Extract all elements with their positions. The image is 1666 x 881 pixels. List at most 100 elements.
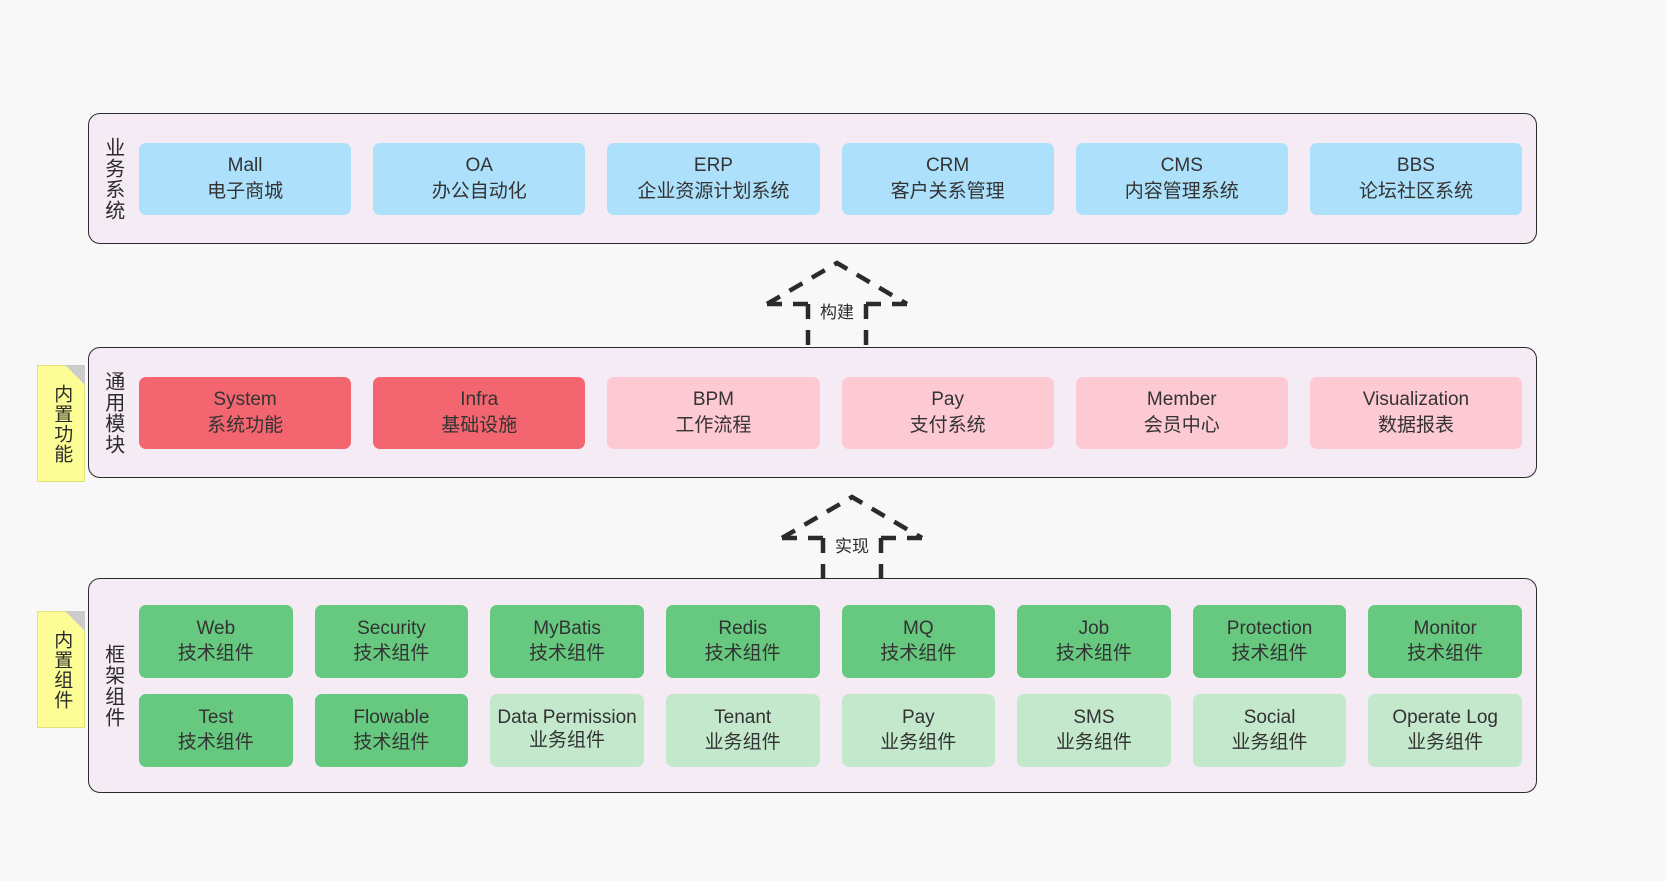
layer-framework-component-body: Web 技术组件 Security 技术组件 MyBatis 技术组件 Redi… (135, 579, 1536, 792)
framework-component-social-name: Social (1243, 706, 1296, 728)
business-system-row: Mall 电子商城 OA 办公自动化 ERP 企业资源计划系统 CRM 客户关系… (139, 142, 1523, 215)
business-item-oa-desc: 办公自动化 (431, 180, 527, 202)
common-module-member-desc: 会员中心 (1143, 414, 1220, 436)
common-module-pay-name: Pay (931, 389, 964, 411)
arrow-implement-label: 实现 (835, 537, 869, 556)
business-item-cms-name: CMS (1160, 155, 1203, 177)
business-item-cms[interactable]: CMS 内容管理系统 (1075, 142, 1288, 215)
framework-component-web[interactable]: Web 技术组件 (139, 604, 293, 678)
layer-framework-component-title: 框架组件 (101, 643, 124, 728)
common-module-system[interactable]: System 系统功能 (139, 376, 352, 449)
common-module-bpm[interactable]: BPM 工作流程 (607, 376, 820, 449)
business-item-oa-name: OA (465, 155, 493, 177)
framework-component-pay[interactable]: Pay 业务组件 (841, 693, 996, 767)
common-module-row: System 系统功能 Infra 基础设施 BPM 工作流程 Pay 支付系统… (139, 376, 1523, 449)
common-module-member-name: Member (1146, 389, 1217, 411)
business-item-bbs-name: BBS (1396, 155, 1435, 177)
business-item-mall[interactable]: Mall 电子商城 (139, 142, 352, 215)
layer-common-module-body: System 系统功能 Infra 基础设施 BPM 工作流程 Pay 支付系统… (135, 348, 1536, 477)
framework-component-operate-log[interactable]: Operate Log 业务组件 (1368, 693, 1522, 767)
arrow-build-label: 构建 (820, 303, 854, 322)
note-builtin-features-label: 内置功能 (51, 383, 73, 464)
business-item-erp[interactable]: ERP 企业资源计划系统 (607, 142, 820, 215)
framework-component-security[interactable]: Security 技术组件 (314, 604, 469, 678)
framework-component-tenant-name: Tenant (714, 706, 772, 728)
framework-component-tenant-desc: 业务组件 (704, 732, 781, 753)
common-module-bpm-desc: 工作流程 (675, 414, 752, 436)
arrow-build: 构建 (762, 258, 912, 354)
framework-component-protection-name: Protection (1226, 617, 1313, 639)
business-item-mall-desc: 电子商城 (207, 180, 284, 202)
common-module-system-desc: 系统功能 (207, 414, 284, 436)
business-item-cms-desc: 内容管理系统 (1124, 180, 1239, 202)
framework-component-sms[interactable]: SMS 业务组件 (1017, 693, 1171, 767)
business-item-bbs-desc: 论坛社区系统 (1358, 180, 1473, 202)
framework-component-test-desc: 技术组件 (177, 732, 254, 753)
business-item-bbs[interactable]: BBS 论坛社区系统 (1309, 142, 1523, 215)
layer-business-system-title: 业务系统 (101, 136, 124, 221)
framework-component-test-name: Test (198, 706, 234, 728)
framework-component-job-name: Job (1078, 617, 1110, 639)
framework-component-mybatis-name: MyBatis (533, 617, 601, 639)
framework-component-protection[interactable]: Protection 技术组件 (1192, 604, 1347, 678)
framework-component-flowable-desc: 技术组件 (353, 732, 430, 753)
arrow-implement: 实现 (777, 492, 927, 588)
framework-component-operate-log-desc: 业务组件 (1407, 732, 1484, 753)
framework-component-pay-desc: 业务组件 (880, 732, 957, 753)
framework-component-mq-desc: 技术组件 (880, 643, 957, 664)
business-item-crm[interactable]: CRM 客户关系管理 (841, 142, 1054, 215)
framework-component-job-desc: 技术组件 (1055, 643, 1132, 664)
framework-component-job[interactable]: Job 技术组件 (1017, 604, 1171, 678)
framework-business-row: Test 技术组件 Flowable 技术组件 Data Permission … (139, 693, 1522, 767)
framework-component-monitor-name: Monitor (1413, 617, 1477, 639)
framework-component-sms-desc: 业务组件 (1055, 732, 1132, 753)
layer-business-system-body: Mall 电子商城 OA 办公自动化 ERP 企业资源计划系统 CRM 客户关系… (135, 114, 1536, 243)
framework-component-web-name: Web (196, 617, 236, 639)
framework-component-redis-desc: 技术组件 (704, 643, 781, 664)
business-item-crm-name: CRM (925, 155, 970, 177)
layer-business-system: 业务系统 Mall 电子商城 OA 办公自动化 ERP 企业资源计划系统 CRM… (88, 113, 1537, 244)
common-module-infra[interactable]: Infra 基础设施 (373, 376, 586, 449)
framework-component-operate-log-name: Operate Log (1392, 706, 1498, 728)
common-module-infra-desc: 基础设施 (441, 414, 518, 436)
business-item-mall-name: Mall (227, 155, 263, 177)
note-builtin-features: 内置功能 (37, 365, 85, 482)
common-module-visualization-name: Visualization (1362, 389, 1470, 411)
common-module-visualization-desc: 数据报表 (1377, 414, 1454, 436)
business-item-erp-desc: 企业资源计划系统 (637, 180, 790, 202)
framework-component-data-permission[interactable]: Data Permission 业务组件 (490, 693, 644, 767)
framework-component-test[interactable]: Test 技术组件 (139, 693, 293, 767)
framework-component-flowable[interactable]: Flowable 技术组件 (314, 693, 469, 767)
framework-component-security-desc: 技术组件 (353, 643, 430, 664)
common-module-visualization[interactable]: Visualization 数据报表 (1309, 376, 1523, 449)
layer-common-module: 通用模块 System 系统功能 Infra 基础设施 BPM 工作流程 Pay… (88, 347, 1537, 478)
common-module-member[interactable]: Member 会员中心 (1075, 376, 1288, 449)
business-item-oa[interactable]: OA 办公自动化 (373, 142, 586, 215)
layer-framework-component: 框架组件 Web 技术组件 Security 技术组件 MyBatis 技术组件… (88, 578, 1537, 793)
note-builtin-components: 内置组件 (37, 611, 85, 728)
framework-component-flowable-name: Flowable (353, 706, 430, 728)
note-builtin-components-label: 内置组件 (51, 629, 73, 710)
common-module-bpm-name: BPM (692, 389, 735, 411)
framework-component-sms-name: SMS (1073, 706, 1115, 728)
common-module-pay[interactable]: Pay 支付系统 (841, 376, 1054, 449)
framework-component-redis[interactable]: Redis 技术组件 (665, 604, 820, 678)
framework-component-pay-name: Pay (901, 706, 935, 728)
framework-component-tenant[interactable]: Tenant 业务组件 (665, 693, 820, 767)
framework-tech-row: Web 技术组件 Security 技术组件 MyBatis 技术组件 Redi… (139, 604, 1522, 678)
framework-component-web-desc: 技术组件 (177, 643, 254, 664)
framework-component-mq-name: MQ (903, 617, 934, 639)
framework-component-protection-desc: 技术组件 (1231, 643, 1308, 664)
common-module-pay-desc: 支付系统 (909, 414, 986, 436)
framework-component-mybatis-desc: 技术组件 (529, 643, 606, 664)
business-item-erp-name: ERP (693, 155, 733, 177)
layer-common-module-title: 通用模块 (101, 370, 124, 455)
framework-component-security-name: Security (357, 617, 426, 639)
framework-component-monitor[interactable]: Monitor 技术组件 (1368, 604, 1522, 678)
framework-component-data-permission-desc: 业务组件 (529, 730, 606, 751)
framework-component-mybatis[interactable]: MyBatis 技术组件 (490, 604, 644, 678)
framework-component-social[interactable]: Social 业务组件 (1192, 693, 1347, 767)
business-item-crm-desc: 客户关系管理 (890, 180, 1005, 202)
framework-component-mq[interactable]: MQ 技术组件 (841, 604, 996, 678)
